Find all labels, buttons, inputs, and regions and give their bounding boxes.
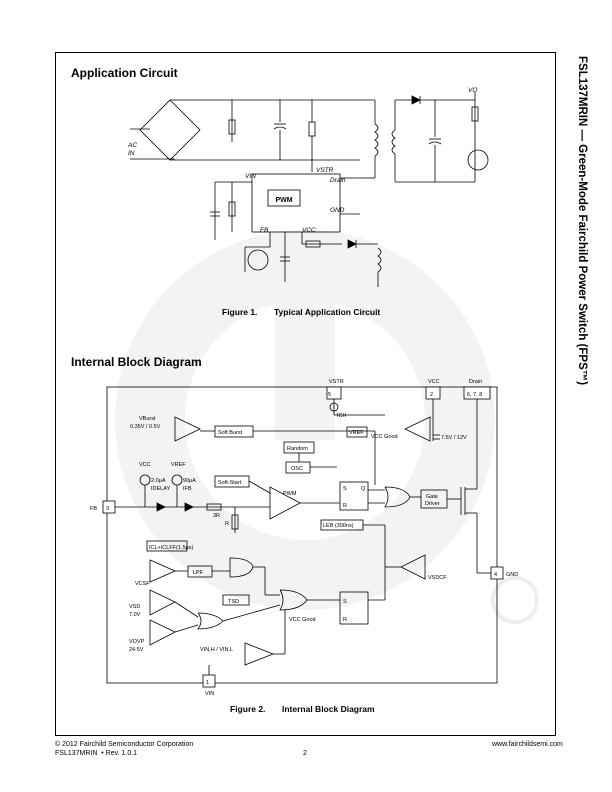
soft-start-block: Soft-Start (218, 480, 242, 486)
vstr-label: VSTR (316, 167, 334, 174)
vcc-pin-label: VCC (428, 379, 440, 385)
ifb-value: 90μA (183, 478, 196, 484)
vin-threshold-label: VIN,H / VIN,L (200, 647, 233, 653)
figure-1-caption: Figure 1.Typical Application Circuit (222, 307, 381, 317)
footer-part-rev: FSL137MRIN • Rev. 1.0.1 (55, 750, 138, 757)
fb-pin-label: FB (90, 506, 97, 512)
vburst-label: VBurst (139, 416, 156, 422)
footer-page-number: 2 (303, 750, 307, 757)
vburst-values: 0.35V / 0.5V (130, 424, 161, 430)
pwm-comparator-label: PWM (283, 491, 297, 497)
latch1-q: Q (361, 486, 366, 492)
gnd-label: GND (330, 207, 345, 214)
application-circuit-schematic: AC IN VIN VSTR Drain GND FB VCC VO PWM (127, 87, 489, 287)
soft-burst-block: Soft Burst (218, 430, 243, 436)
resistor-3r: 3R (213, 513, 220, 519)
vovp-value: 24.5V (129, 647, 144, 653)
lpf-block: LPF (193, 570, 204, 576)
pin-678: 6, 7, 8 (467, 392, 482, 398)
application-circuit-heading: Application Circuit (71, 66, 178, 80)
drain-pin-label: Drain (469, 379, 482, 385)
in-label: IN (128, 150, 135, 157)
vsd-label: VSD (129, 604, 140, 610)
gnd-pin-label: GND (506, 572, 518, 578)
pin-1: 1 (206, 680, 209, 686)
vcc-good-label: VCC Good (371, 434, 398, 440)
idelay-label: IDELAY (151, 486, 170, 492)
content-frame (55, 52, 556, 736)
pin-2: 2 (430, 392, 433, 398)
icl-block: ICL+ICLFF(1.5μs) (149, 545, 193, 551)
pin-5: 5 (328, 392, 331, 398)
vin-label: VIN (245, 173, 256, 180)
vin-pin-label: VIN (205, 691, 214, 697)
resistor-r: R (225, 521, 229, 527)
vcc-threshold: 7.5V / 12V (441, 435, 467, 441)
gate-driver-line-2: Driver (425, 501, 440, 507)
tsd-block: TSD (228, 599, 239, 605)
vsdcf-label: VSDCF (428, 575, 447, 581)
ich-label: ICH (337, 413, 347, 419)
vo-label: VO (468, 87, 477, 94)
latch2-s: S (343, 599, 347, 605)
osc-block: OSC (291, 466, 303, 472)
fb-label: FB (260, 227, 269, 234)
drain-label: Drain (330, 177, 346, 184)
ac-label: AC (127, 142, 137, 149)
internal-block-diagram-heading: Internal Block Diagram (71, 355, 202, 369)
vcc-label: VCC (302, 227, 316, 234)
vsd-value: 7.0V (129, 612, 141, 618)
figure-2-caption: Figure 2.Internal Block Diagram (230, 704, 375, 714)
pin-4: 4 (494, 572, 497, 578)
internal-block-diagram: 5 VSTR 2 VCC 6, 7, 8 Drain 3 FB 4 GND 1 … (90, 379, 518, 697)
vcc-good-label-2: VCC Good (289, 617, 316, 623)
vstr-pin-label: VSTR (329, 379, 344, 385)
latch2-r: R (343, 617, 347, 623)
vref-source-label: VREF (171, 462, 186, 468)
leb-block: LEB (300ns) (323, 523, 354, 529)
vcsf-label: VCSF (135, 581, 150, 587)
random-block: Random (287, 446, 308, 452)
footer-copyright: © 2012 Fairchild Semiconductor Corporati… (55, 741, 194, 748)
vref-block: VREF (349, 430, 364, 436)
vcc-source-label: VCC (139, 462, 151, 468)
latch1-s: S (343, 486, 347, 492)
pin-3: 3 (106, 506, 109, 512)
pwm-label: PWM (275, 197, 292, 204)
footer-url[interactable]: www.fairchildsemi.com (492, 741, 563, 748)
side-title: FSL137MRIN — Green-Mode Fairchild Power … (576, 56, 588, 386)
fairchild-watermark-logo (115, 230, 539, 624)
latch1-r: R (343, 503, 347, 509)
ifb-label: IFB (183, 486, 192, 492)
vovp-label: VOVP (129, 639, 145, 645)
gate-driver-line-1: Gate (426, 494, 438, 500)
idelay-value: 2.0μA (151, 478, 166, 484)
